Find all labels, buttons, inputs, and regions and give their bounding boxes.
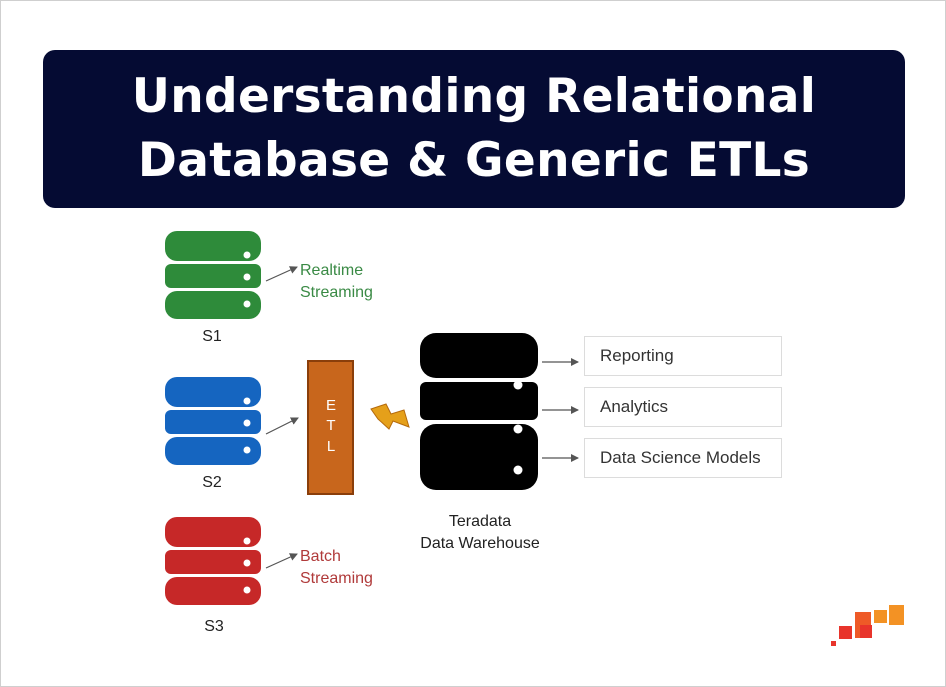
etl-letter-t: T — [326, 417, 335, 434]
brand-logo-icon — [831, 605, 904, 646]
title-banner: Understanding Relational Database & Gene… — [43, 50, 905, 208]
s3-flow-label-line2: Streaming — [300, 570, 373, 587]
output-box-data-science-models: Data Science Models — [584, 438, 782, 478]
s2-arrow — [265, 417, 299, 435]
etl-box — [307, 360, 354, 495]
lightning-icon — [370, 403, 410, 430]
title-line-2: Database & Generic ETLs — [137, 133, 811, 188]
output-box-analytics: Analytics — [584, 387, 782, 427]
s3-label: S3 — [204, 618, 224, 635]
s2-label: S2 — [202, 474, 222, 491]
s3-flow-label-line1: Batch — [300, 548, 341, 565]
etl-letter-e: E — [326, 397, 336, 414]
s1-flow-label-line2: Streaming — [300, 284, 373, 301]
s3-database-icon — [165, 517, 261, 605]
s2-database-icon — [165, 377, 261, 465]
s1-arrow — [265, 266, 298, 282]
title-line-1: Understanding Relational — [131, 69, 817, 124]
s1-database-icon — [165, 231, 261, 319]
output-box-reporting: Reporting — [584, 336, 782, 376]
s1-label: S1 — [202, 328, 222, 345]
warehouse-database-icon — [420, 333, 538, 490]
etl-letter-l: L — [327, 438, 335, 455]
s3-arrow — [265, 553, 298, 569]
warehouse-label-line2: Data Warehouse — [420, 535, 540, 552]
warehouse-label-line1: Teradata — [449, 513, 511, 530]
s1-flow-label-line1: Realtime — [300, 262, 363, 279]
